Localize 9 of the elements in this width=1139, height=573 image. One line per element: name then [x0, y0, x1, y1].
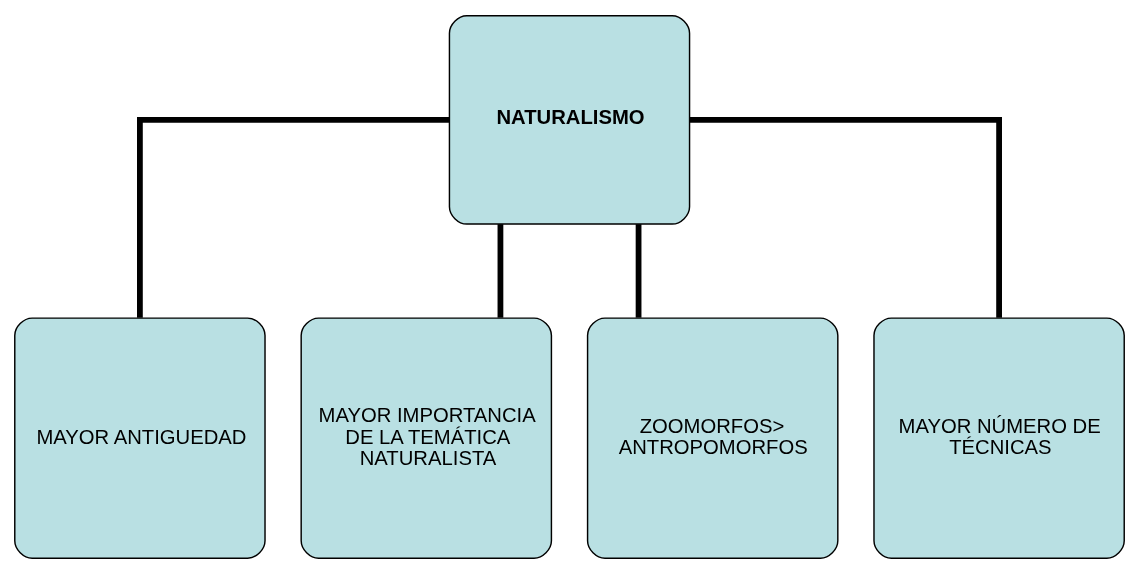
connector: [635, 223, 642, 318]
connector: [137, 116, 450, 318]
node-box: MAYOR NÚMERO DE TÉCNICAS: [873, 316, 1125, 559]
node-box: ZOOMORFOS> ANTROPOMORFOS: [586, 316, 839, 559]
connector: [497, 223, 504, 318]
node-box: MAYOR ANTIGUEDAD: [14, 316, 266, 559]
node-box: MAYOR IMPORTANCIA DE LA TEMÁTICA NATURALISTA: [300, 316, 553, 559]
node-box: NATURALISMO: [448, 14, 691, 225]
connector: [689, 116, 1002, 318]
